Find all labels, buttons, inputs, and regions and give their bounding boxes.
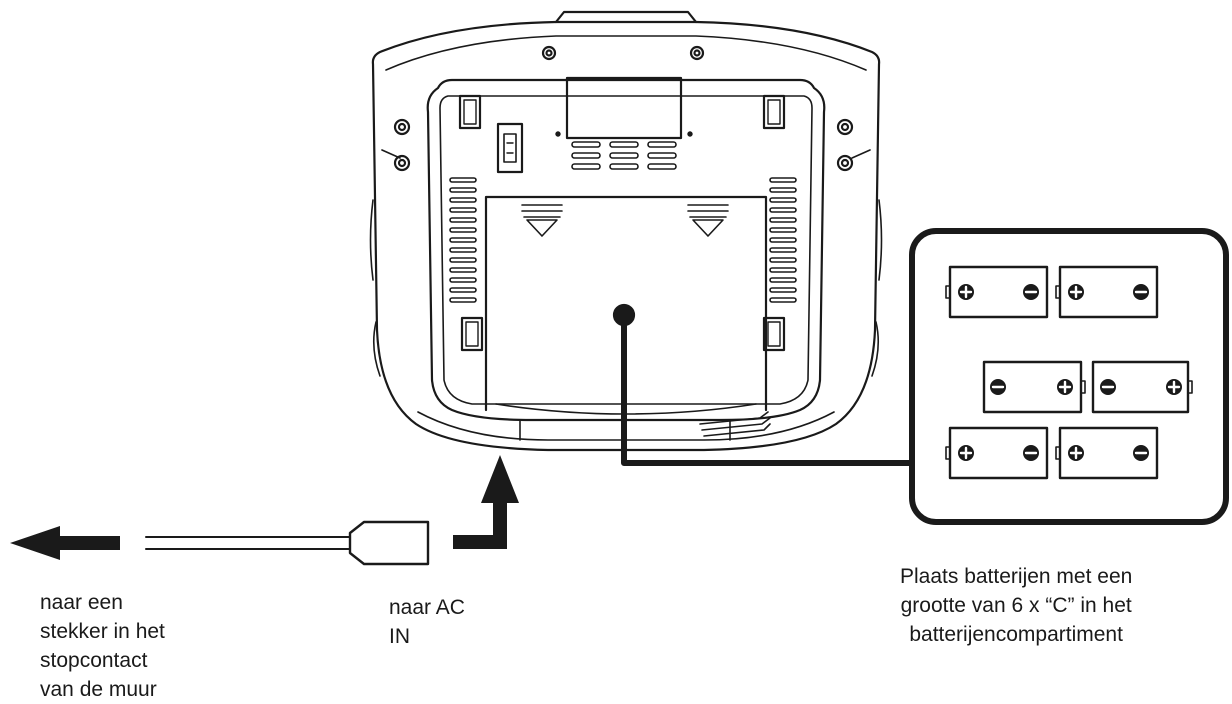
bottom-grille <box>699 411 771 437</box>
vent-grille-right <box>769 177 797 303</box>
wall-socket-label-line: van de muur <box>40 678 157 701</box>
plus-terminal-icon <box>1068 445 1084 461</box>
minus-terminal-icon <box>1133 284 1149 300</box>
ac-in-label-line: naar AC <box>389 596 465 619</box>
wall-socket-label: naar een stekker in het stopcontact van … <box>40 588 165 704</box>
plug-connector <box>348 520 430 566</box>
minus-terminal-icon <box>990 379 1006 395</box>
battery-cell <box>945 426 1049 480</box>
device-inner-panel <box>426 78 826 422</box>
battery-instruction-label: Plaats batterijen met een grootte van 6 … <box>900 562 1132 649</box>
plus-terminal-icon <box>1068 284 1084 300</box>
power-cord <box>145 536 351 550</box>
vent-grille-left <box>449 177 477 303</box>
battery-instruction-line: grootte van 6 x “C” in het <box>900 594 1132 617</box>
callout-line <box>621 315 912 466</box>
latch-arrow-icon <box>687 204 729 237</box>
screw-icon <box>541 45 557 61</box>
clip-top-left <box>458 94 482 130</box>
battery-cell <box>982 360 1086 414</box>
screw-icon <box>836 154 854 172</box>
plus-terminal-icon <box>1166 379 1182 395</box>
screw-icon <box>689 45 705 61</box>
clip-bottom-right <box>762 316 786 352</box>
screw-icon <box>836 118 854 136</box>
vent-slots <box>571 141 677 170</box>
battery-cell <box>1055 265 1159 319</box>
minus-terminal-icon <box>1023 445 1039 461</box>
device-outer-shell <box>371 20 881 452</box>
plus-terminal-icon <box>958 284 974 300</box>
arrow-left-icon <box>10 526 120 560</box>
ac-in-label: naar AC IN <box>389 593 465 651</box>
ac-in-label-line: IN <box>389 625 410 648</box>
label-plate <box>565 76 683 140</box>
battery-instruction-line: batterijencompartiment <box>909 623 1123 646</box>
plus-terminal-icon <box>958 445 974 461</box>
wall-socket-label-line: stekker in het <box>40 620 165 643</box>
latch-arrow-icon <box>521 204 563 237</box>
battery-cell <box>1055 426 1159 480</box>
wall-socket-label-line: naar een <box>40 591 123 614</box>
minus-terminal-icon <box>1133 445 1149 461</box>
device-rear-view <box>369 10 883 452</box>
clip-bottom-left <box>460 316 484 352</box>
clip-top-right <box>762 94 786 130</box>
minus-terminal-icon <box>1100 379 1116 395</box>
battery-instruction-line: Plaats batterijen met een <box>900 565 1133 588</box>
screw-icon <box>393 154 411 172</box>
battery-detail-box <box>909 228 1229 525</box>
wall-socket-label-line: stopcontact <box>40 649 148 672</box>
battery-cell <box>945 265 1049 319</box>
battery-cell <box>1091 360 1193 414</box>
screw-icon <box>393 118 411 136</box>
plus-terminal-icon <box>1057 379 1073 395</box>
arrow-up-icon <box>453 455 519 549</box>
ac-in-socket <box>496 122 524 174</box>
minus-terminal-icon <box>1023 284 1039 300</box>
device-handle <box>554 10 698 24</box>
